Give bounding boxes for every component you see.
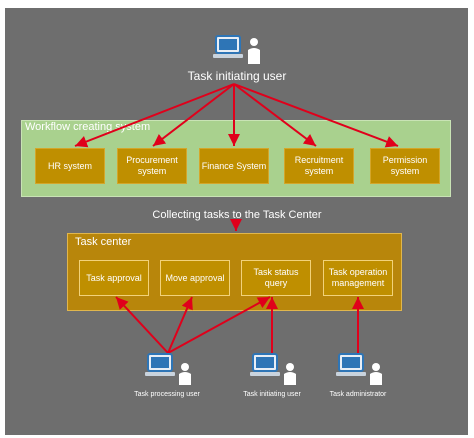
permission-system-box: Permission system: [370, 148, 440, 184]
arrow-processing-to-task-approval: [115, 296, 169, 354]
arrow-processing-to-status-query: [167, 296, 271, 354]
task-approval-box: Task approval: [79, 260, 149, 296]
workflow-panel-title: Workflow creating system: [25, 121, 151, 133]
task-administrator-label: Task administrator: [329, 391, 387, 398]
collecting-tasks-label: Collecting tasks to the Task Center: [152, 209, 322, 221]
hr-system-box: HR system: [35, 148, 105, 184]
finance-system-box: Finance System: [199, 148, 269, 184]
recruitment-system-box: Recruitment system: [284, 148, 354, 184]
move-approval-box: Move approval: [160, 260, 230, 296]
task-initiating-user-label: Task initiating user: [243, 391, 301, 398]
top-user-label: Task initiating user: [187, 69, 287, 83]
arrow-processing-to-move-approval: [167, 296, 193, 354]
arrow-to-procurement-system: [152, 83, 235, 147]
task-processing-user-label: Task processing user: [134, 391, 200, 398]
arrow-to-permission-system: [233, 83, 399, 148]
task-center-title: Task center: [75, 236, 132, 248]
task-status-query-box: Task status query: [241, 260, 311, 296]
task-operation-management-box: Task operation management: [323, 260, 393, 296]
procurement-system-box: Procurement system: [117, 148, 187, 184]
arrow-to-hr-system: [74, 83, 235, 148]
arrow-to-recruitment-system: [233, 83, 317, 147]
